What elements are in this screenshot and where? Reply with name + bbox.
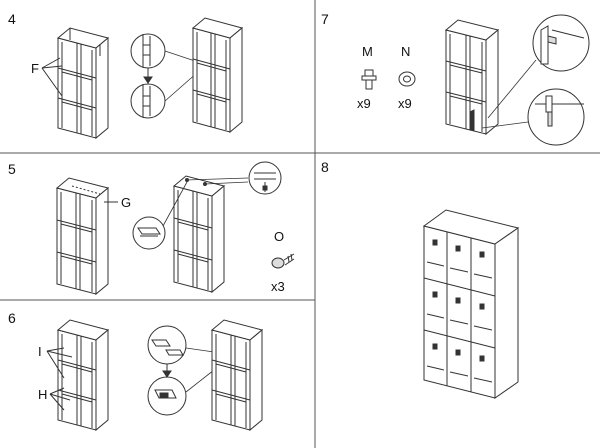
quantity-n: x9 — [398, 96, 412, 111]
step-7-cabinet — [446, 20, 498, 134]
step-5-cabinet-left — [57, 178, 108, 294]
step-6-cabinet-right — [212, 320, 262, 430]
step-4-cabinet-left — [58, 28, 108, 138]
label-h: H — [38, 387, 48, 402]
quantity-m: x9 — [357, 96, 371, 111]
label-i: I — [38, 344, 42, 359]
step-6-leaders — [47, 348, 72, 410]
label-n: N — [401, 44, 411, 59]
label-m: M — [362, 44, 373, 59]
step-7-number: 7 — [321, 11, 329, 27]
quantity-o: x3 — [271, 279, 285, 294]
step-4-leader-f — [42, 58, 62, 96]
step-7-detail-circles — [482, 15, 589, 145]
screw-o-icon — [272, 254, 294, 268]
part-m-icon — [362, 70, 376, 89]
step-6-cabinet-left — [58, 320, 108, 430]
step-4-cabinet-right — [193, 18, 242, 132]
step-6-detail-circles — [148, 326, 214, 415]
label-g: G — [121, 195, 132, 210]
part-n-icon — [399, 72, 415, 86]
step-4-detail-circles — [131, 34, 198, 118]
step-8-number: 8 — [321, 159, 329, 175]
step-5-cabinet-right — [174, 176, 224, 292]
step-6-number: 6 — [8, 310, 16, 326]
label-o: O — [274, 229, 285, 244]
step-4-number: 4 — [8, 11, 16, 27]
label-f: F — [31, 61, 39, 76]
step-8-assembled-cabinet — [424, 210, 518, 398]
step-5-number: 5 — [8, 161, 16, 177]
step-5-detail-circles — [133, 162, 281, 249]
